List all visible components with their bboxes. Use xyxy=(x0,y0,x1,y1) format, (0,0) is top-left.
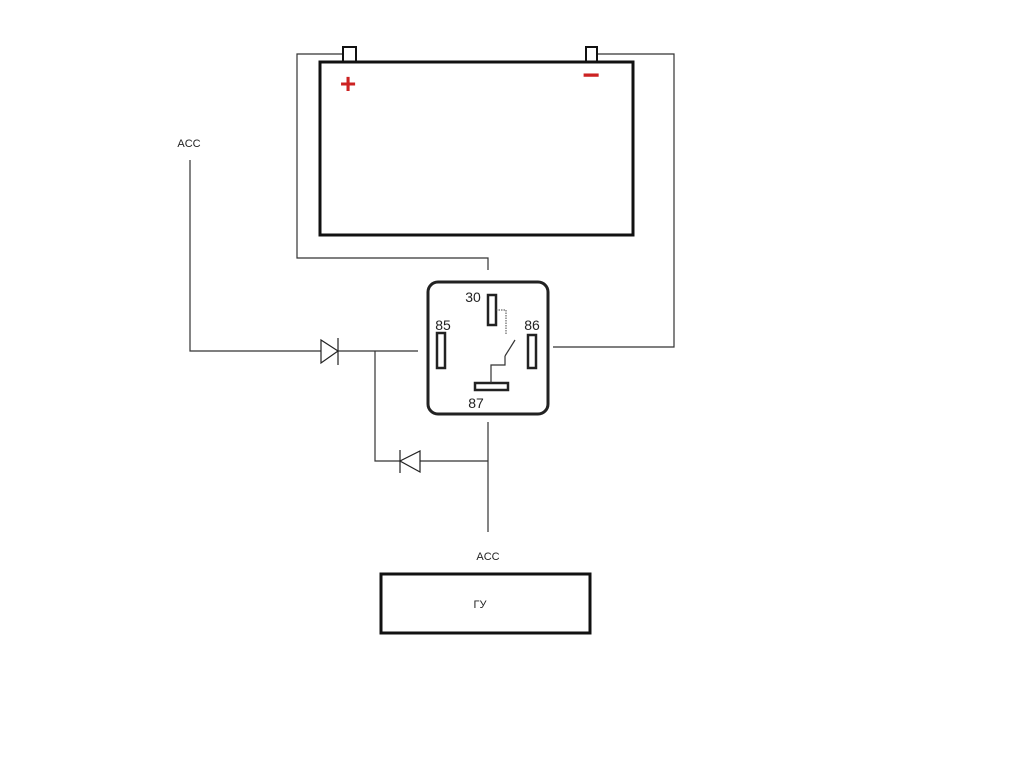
relay-body xyxy=(426,280,550,416)
battery-minus-sign: − xyxy=(582,59,600,92)
diode-2 xyxy=(398,450,421,474)
wires xyxy=(189,53,675,532)
relay: 30 85 86 87 xyxy=(426,280,550,416)
head-unit-label: ГУ xyxy=(474,599,488,611)
wire-branch-to-diode2 xyxy=(374,351,488,462)
relay-pin-85 xyxy=(435,331,447,370)
relay-pin-30 xyxy=(486,293,498,327)
relay-switch xyxy=(504,339,516,357)
head-unit: ГУ xyxy=(379,572,592,635)
acc-input-label: ACC xyxy=(177,138,200,150)
battery-terminal-plus xyxy=(342,46,357,63)
battery-plus-sign: + xyxy=(340,68,356,99)
acc-head-unit-label: ACC xyxy=(476,551,499,563)
relay-contact-87 xyxy=(490,356,506,383)
battery: + − xyxy=(318,46,635,237)
relay-contact-30 xyxy=(496,309,507,334)
diode-1 xyxy=(320,338,340,365)
relay-pin-85-label: 85 xyxy=(435,317,451,333)
relay-pin-86 xyxy=(526,333,538,370)
relay-pin-30-label: 30 xyxy=(465,289,481,305)
wire-battery-plus-to-relay-30 xyxy=(296,53,489,270)
relay-pin-86-label: 86 xyxy=(524,317,540,333)
wire-battery-minus-to-relay-86 xyxy=(553,53,675,348)
relay-pin-87-label: 87 xyxy=(468,395,484,411)
wire-acc-to-relay-85 xyxy=(189,160,418,352)
battery-body xyxy=(318,60,635,237)
relay-pin-87 xyxy=(473,381,510,392)
head-unit-box xyxy=(379,572,592,635)
